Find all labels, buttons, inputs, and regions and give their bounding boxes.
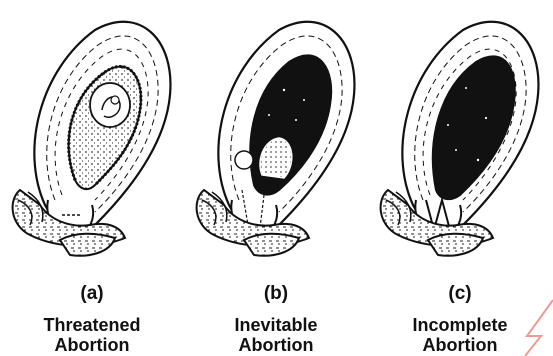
- panel-title-inevitable: Inevitable Abortion: [184, 315, 368, 355]
- uterus-illustration-inevitable: [184, 0, 368, 280]
- title-line-1: Threatened: [0, 315, 184, 335]
- title-line-2: Abortion: [0, 335, 184, 355]
- uterus-illustration-threatened: [0, 0, 184, 280]
- panel-inevitable-abortion: (b) Inevitable Abortion: [184, 0, 368, 356]
- panel-title-threatened: Threatened Abortion: [0, 315, 184, 355]
- uterus-illustration-incomplete: [368, 0, 552, 280]
- panel-letter-a: (a): [0, 283, 184, 305]
- title-line-2: Abortion: [184, 335, 368, 355]
- title-line-1: Inevitable: [184, 315, 368, 335]
- panel-threatened-abortion: (a) Threatened Abortion: [0, 0, 184, 356]
- watermark-mark: [519, 296, 553, 356]
- panel-letter-b: (b): [184, 283, 368, 305]
